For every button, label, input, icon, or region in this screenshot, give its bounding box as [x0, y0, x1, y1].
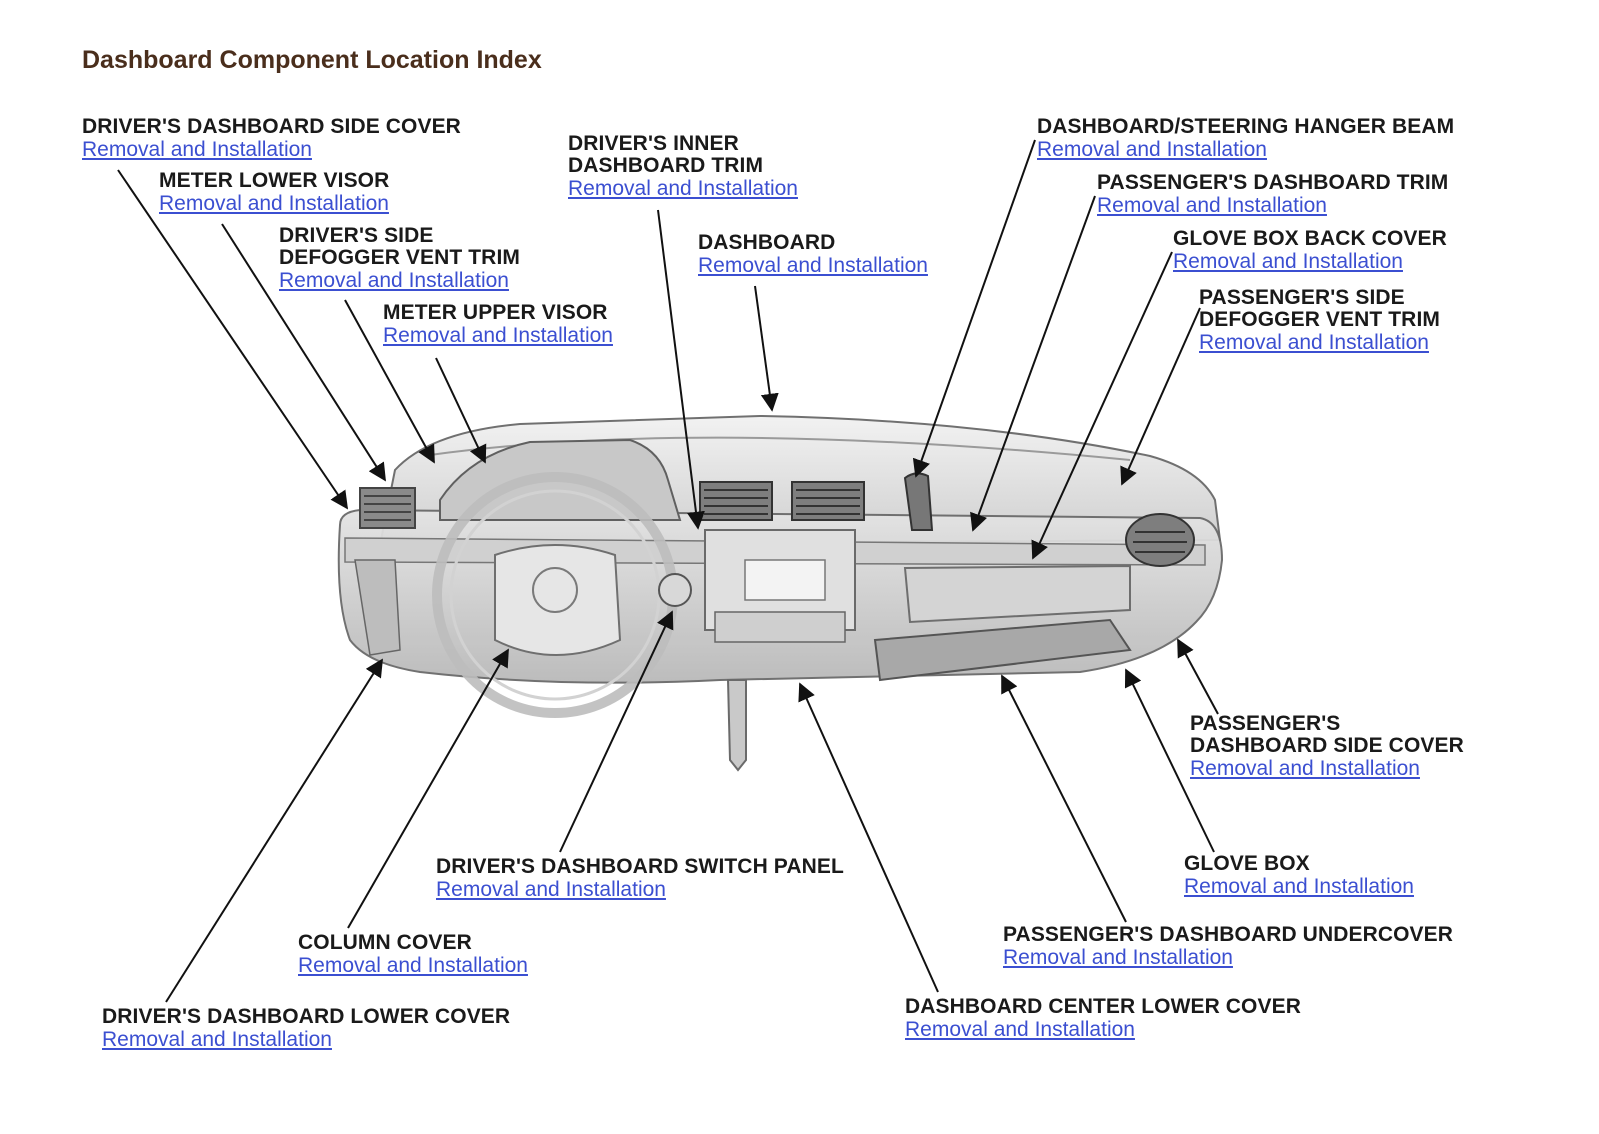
callout-dashboard-center-lower-cover: DASHBOARD CENTER LOWER COVER Removal and… — [905, 996, 1301, 1042]
callout-drivers-dashboard-side-cover: DRIVER'S DASHBOARD SIDE COVER Removal an… — [82, 116, 461, 162]
leader-dashboard — [754, 285, 779, 412]
glove-box-shape — [903, 564, 1131, 624]
removal-installation-link[interactable]: Removal and Installation — [1003, 946, 1233, 969]
component-label: DRIVER'S DASHBOARD SIDE COVER — [82, 115, 461, 138]
leader-drivers-inner-dashboard-trim — [657, 209, 705, 530]
center-support — [726, 679, 747, 772]
center-vents — [699, 481, 865, 521]
callout-meter-upper-visor: METER UPPER VISOR Removal and Installati… — [383, 302, 613, 348]
callout-passengers-dashboard-trim: PASSENGER'S DASHBOARD TRIM Removal and I… — [1097, 172, 1448, 218]
leader-meter-upper-visor — [435, 357, 487, 464]
removal-installation-link[interactable]: Removal and Installation — [905, 1018, 1135, 1041]
removal-installation-link[interactable]: Removal and Installation — [1199, 331, 1429, 354]
removal-installation-link[interactable]: Removal and Installation — [279, 269, 509, 292]
component-label: DASHBOARD SIDE COVER — [1190, 734, 1464, 757]
leader-meter-lower-visor — [221, 223, 386, 482]
component-label: PASSENGER'S SIDE — [1199, 286, 1405, 309]
callout-drivers-inner-dashboard-trim: DRIVER'S INNER DASHBOARD TRIM Removal an… — [568, 133, 798, 201]
component-label: PASSENGER'S DASHBOARD UNDERCOVER — [1003, 923, 1454, 946]
component-label: METER LOWER VISOR — [159, 169, 390, 192]
component-label: DASHBOARD CENTER LOWER COVER — [905, 995, 1301, 1018]
callout-drivers-side-defogger-vent-trim: DRIVER'S SIDE DEFOGGER VENT TRIM Removal… — [279, 225, 520, 293]
removal-installation-link[interactable]: Removal and Installation — [568, 177, 798, 200]
dashboard-illustration — [337, 414, 1224, 772]
component-label: DEFOGGER VENT TRIM — [279, 246, 520, 269]
component-label: GLOVE BOX BACK COVER — [1173, 227, 1447, 250]
component-label: GLOVE BOX — [1184, 852, 1310, 875]
removal-installation-link[interactable]: Removal and Installation — [698, 254, 928, 277]
component-label: COLUMN COVER — [298, 931, 472, 954]
callout-drivers-dashboard-lower-cover: DRIVER'S DASHBOARD LOWER COVER Removal a… — [102, 1006, 510, 1052]
callout-passengers-dashboard-undercover: PASSENGER'S DASHBOARD UNDERCOVER Removal… — [1003, 924, 1453, 970]
removal-installation-link[interactable]: Removal and Installation — [1037, 138, 1267, 161]
leader-drivers-dashboard-switch-panel — [559, 610, 674, 853]
leader-glove-box — [1124, 668, 1215, 853]
callout-glove-box-back-cover: GLOVE BOX BACK COVER Removal and Install… — [1173, 228, 1447, 274]
leader-drivers-dashboard-side-cover — [117, 169, 349, 510]
removal-installation-link[interactable]: Removal and Installation — [1190, 757, 1420, 780]
leader-passengers-dashboard-undercover — [1001, 674, 1127, 923]
page-title: Dashboard Component Location Index — [82, 46, 542, 74]
callout-dashboard-steering-hanger-beam: DASHBOARD/STEERING HANGER BEAM Removal a… — [1037, 116, 1454, 162]
removal-installation-link[interactable]: Removal and Installation — [82, 138, 312, 161]
callout-passengers-side-defogger-vent-trim: PASSENGER'S SIDE DEFOGGER VENT TRIM Remo… — [1199, 287, 1440, 355]
leader-drivers-side-defogger-vent-trim — [344, 299, 435, 464]
removal-installation-link[interactable]: Removal and Installation — [1184, 875, 1414, 898]
removal-installation-link[interactable]: Removal and Installation — [1173, 250, 1403, 273]
callout-glove-box: GLOVE BOX Removal and Installation — [1184, 853, 1414, 899]
leader-dashboard-steering-hanger-beam — [912, 139, 1036, 478]
callout-drivers-dashboard-switch-panel: DRIVER'S DASHBOARD SWITCH PANEL Removal … — [436, 856, 844, 902]
removal-installation-link[interactable]: Removal and Installation — [436, 878, 666, 901]
leader-passengers-dashboard-side-cover — [1177, 638, 1219, 715]
removal-installation-link[interactable]: Removal and Installation — [1097, 194, 1327, 217]
component-label: DASHBOARD TRIM — [568, 154, 764, 177]
component-label: DRIVER'S DASHBOARD SWITCH PANEL — [436, 855, 844, 878]
component-label: DRIVER'S INNER — [568, 132, 739, 155]
leader-passengers-dashboard-trim — [970, 195, 1096, 532]
component-label: DRIVER'S SIDE — [279, 224, 434, 247]
callout-column-cover: COLUMN COVER Removal and Installation — [298, 932, 528, 978]
left-vents — [359, 487, 416, 529]
component-label: PASSENGER'S DASHBOARD TRIM — [1097, 171, 1449, 194]
leader-glove-box-back-cover — [1031, 251, 1173, 560]
leader-lines — [117, 139, 1219, 1003]
callout-passengers-dashboard-side-cover: PASSENGER'S DASHBOARD SIDE COVER Removal… — [1190, 713, 1464, 781]
callout-meter-lower-visor: METER LOWER VISOR Removal and Installati… — [159, 170, 389, 216]
leader-passengers-side-defogger-vent-trim — [1120, 307, 1201, 486]
leader-dashboard-center-lower-cover — [798, 682, 939, 993]
component-label: DASHBOARD/STEERING HANGER BEAM — [1037, 115, 1455, 138]
component-label: PASSENGER'S — [1190, 712, 1341, 735]
component-label: DRIVER'S DASHBOARD LOWER COVER — [102, 1005, 511, 1028]
callout-dashboard: DASHBOARD Removal and Installation — [698, 232, 928, 278]
leader-column-cover — [347, 648, 509, 929]
component-label: DASHBOARD — [698, 231, 836, 254]
removal-installation-link[interactable]: Removal and Installation — [298, 954, 528, 977]
component-label: DEFOGGER VENT TRIM — [1199, 308, 1440, 331]
removal-installation-link[interactable]: Removal and Installation — [102, 1028, 332, 1051]
component-label: METER UPPER VISOR — [383, 301, 608, 324]
leader-drivers-dashboard-lower-cover — [165, 658, 383, 1003]
right-vent — [1125, 513, 1195, 567]
removal-installation-link[interactable]: Removal and Installation — [383, 324, 613, 347]
removal-installation-link[interactable]: Removal and Installation — [159, 192, 389, 215]
